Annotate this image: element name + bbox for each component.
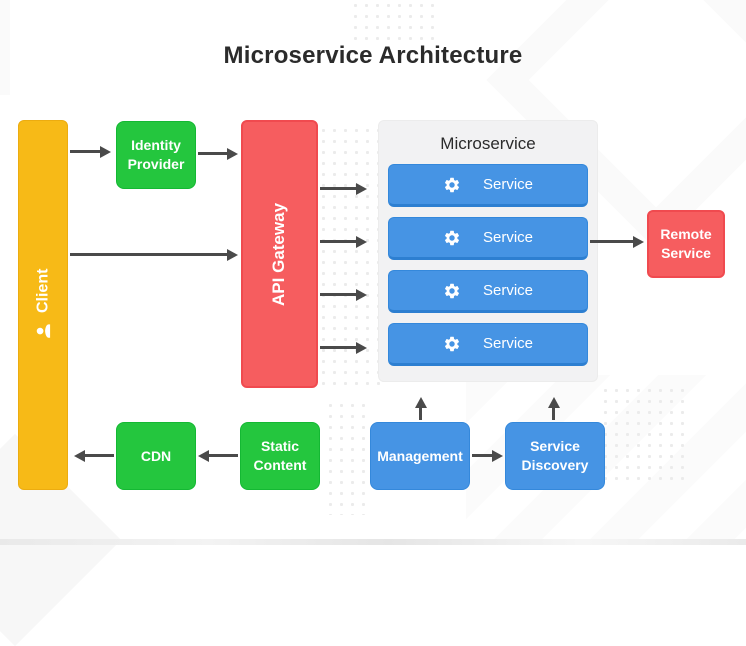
dot-pattern — [325, 400, 370, 515]
gear-icon — [443, 282, 461, 300]
service-discovery-label: Service Discovery — [521, 438, 589, 473]
service-node: Service — [388, 164, 588, 207]
static-content-node: Static Content — [240, 422, 320, 490]
gear-icon — [443, 335, 461, 353]
arrow-service-to-remote — [590, 235, 644, 248]
dot-pattern — [350, 0, 435, 45]
client-label: Client — [34, 268, 52, 314]
service-node: Service — [388, 270, 588, 313]
arrow-static-to-cdn — [198, 449, 238, 462]
remote-service-label: Remote Service — [660, 226, 712, 261]
arrow-cdn-to-client — [74, 449, 114, 462]
service-discovery-node: Service Discovery — [505, 422, 605, 490]
arrow-management-up — [414, 397, 427, 420]
api-gateway-node: API Gateway — [241, 120, 318, 388]
arrow-discovery-up — [547, 397, 560, 420]
service-node: Service — [388, 217, 588, 260]
cdn-node: CDN — [116, 422, 196, 490]
identity-provider-label: Identity Provider — [127, 137, 185, 172]
arrow-gateway-to-service-2 — [320, 235, 367, 248]
client-label-wrap: Client — [19, 121, 67, 489]
dot-pattern — [600, 385, 685, 480]
service-label: Service — [482, 335, 534, 352]
api-gateway-label: API Gateway — [269, 202, 289, 306]
arrow-gateway-to-service-4 — [320, 341, 367, 354]
service-node: Service — [388, 323, 588, 366]
microservice-panel: Microservice Service Service Service Ser… — [378, 120, 598, 382]
arrow-gateway-to-service-1 — [320, 182, 367, 195]
diagram-title: Microservice Architecture — [223, 42, 523, 69]
person-icon — [33, 321, 53, 341]
static-content-label: Static Content — [253, 438, 307, 473]
arrow-gateway-to-service-3 — [320, 288, 367, 301]
management-label: Management — [377, 447, 463, 464]
service-label: Service — [482, 229, 534, 246]
management-node: Management — [370, 422, 470, 490]
arrow-client-to-identity — [70, 145, 111, 158]
arrow-client-to-gateway — [70, 248, 238, 261]
service-label: Service — [482, 282, 534, 299]
microservice-panel-title: Microservice — [440, 134, 536, 153]
gear-icon — [443, 229, 461, 247]
service-label: Service — [482, 176, 534, 193]
api-gateway-label-wrap: API Gateway — [243, 122, 316, 386]
cdn-label: CDN — [140, 447, 172, 464]
arrow-identity-to-gateway — [198, 147, 238, 160]
bottom-edge-strip — [0, 539, 746, 545]
identity-provider-node: Identity Provider — [116, 121, 196, 189]
remote-service-node: Remote Service — [647, 210, 725, 278]
client-node: Client — [18, 120, 68, 490]
gear-icon — [443, 176, 461, 194]
arrow-management-to-discovery — [472, 449, 503, 462]
